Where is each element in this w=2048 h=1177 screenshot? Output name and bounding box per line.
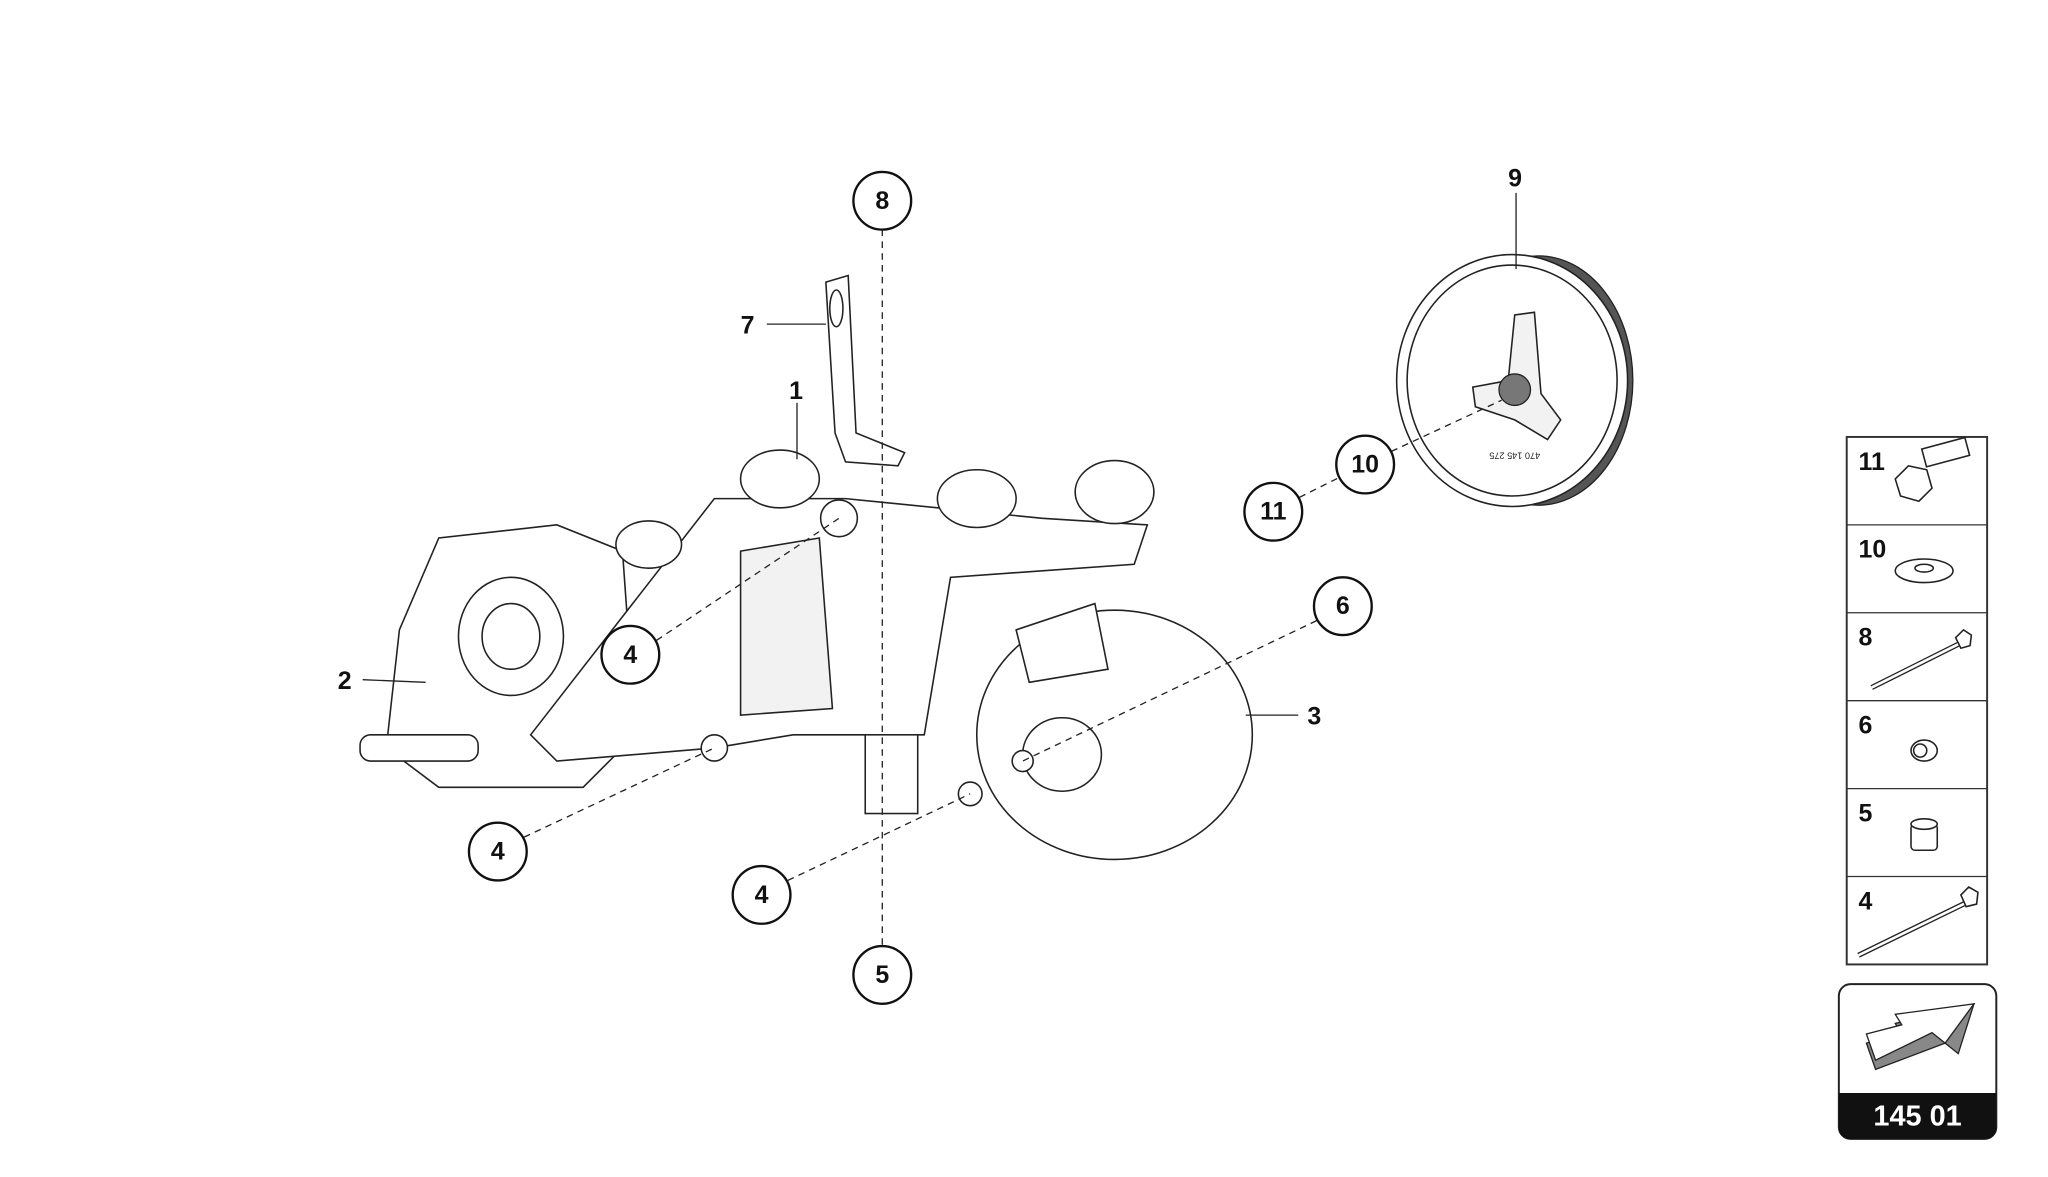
assembly-drawing bbox=[359, 449, 1254, 861]
arrow-icon bbox=[1865, 1002, 1976, 1071]
panel-item-8-number: 8 bbox=[1859, 624, 1873, 652]
flange-bolt-short-icon bbox=[1894, 436, 1971, 503]
label-part-2: 2 bbox=[338, 667, 352, 695]
reference-code: 145 01 bbox=[1873, 1101, 1961, 1133]
callout-6: 6 bbox=[1312, 576, 1373, 637]
callout-10: 10 bbox=[1335, 434, 1396, 495]
label-part-9: 9 bbox=[1508, 164, 1522, 192]
label-part-1: 1 bbox=[789, 377, 803, 405]
panel-item-4-number: 4 bbox=[1859, 887, 1873, 915]
panel-item-5-number: 5 bbox=[1859, 799, 1873, 827]
bracket-7 bbox=[825, 274, 906, 467]
washer-icon bbox=[1894, 558, 1954, 584]
callout-10-text: 10 bbox=[1351, 451, 1379, 479]
sleeve-bushing-icon bbox=[1910, 817, 1939, 852]
reference-box[interactable]: 145 01 bbox=[1837, 983, 1998, 1140]
long-bolt-icon bbox=[1857, 886, 1979, 958]
callout-11: 11 bbox=[1243, 481, 1304, 542]
callout-4-text: 4 bbox=[623, 641, 637, 669]
alternator bbox=[975, 609, 1254, 861]
long-bolt-icon bbox=[1870, 628, 1973, 690]
pulley: 470 145 275 bbox=[1395, 253, 1634, 508]
label-part-7: 7 bbox=[741, 311, 755, 339]
nut-icon bbox=[1910, 739, 1939, 762]
parts-panel: 11 10 8 6 5 4 bbox=[1845, 435, 1989, 966]
callout-5-text: 5 bbox=[875, 961, 889, 989]
callout-4-text: 4 bbox=[491, 838, 505, 866]
panel-item-10-number: 10 bbox=[1859, 536, 1887, 564]
callout-6-text: 6 bbox=[1336, 592, 1350, 620]
pulley-marking: 470 145 275 bbox=[1489, 451, 1540, 461]
callout-5: 5 bbox=[852, 944, 913, 1005]
panel-item-6-number: 6 bbox=[1859, 711, 1873, 739]
callout-8: 8 bbox=[852, 170, 913, 231]
callout-4-left: 4 bbox=[467, 821, 528, 882]
panel-item-11-number: 11 bbox=[1859, 448, 1885, 476]
callout-4-text: 4 bbox=[755, 881, 769, 909]
callout-8-text: 8 bbox=[875, 187, 889, 215]
label-part-3: 3 bbox=[1307, 702, 1321, 730]
bracket bbox=[529, 497, 1149, 762]
callout-4-lower: 4 bbox=[731, 864, 792, 925]
callout-4-upper: 4 bbox=[600, 624, 661, 685]
callout-11-text: 11 bbox=[1260, 498, 1286, 526]
